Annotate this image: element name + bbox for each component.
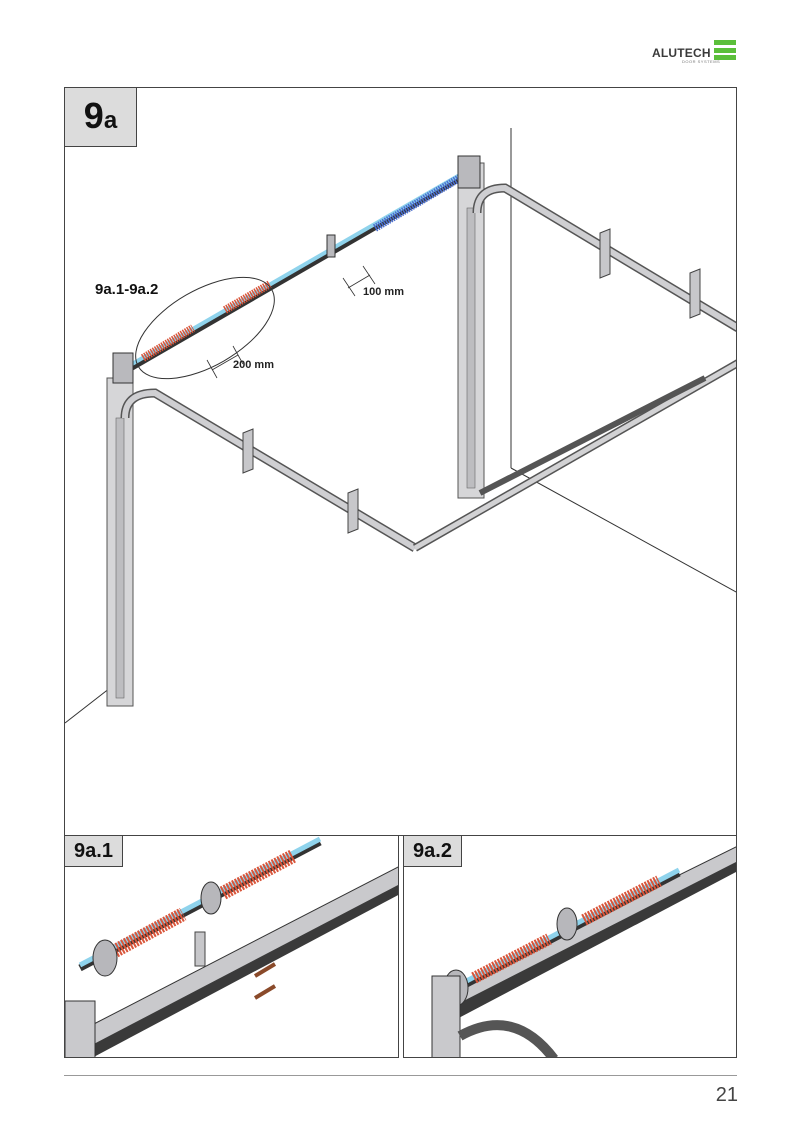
dimension-200: 200 mm <box>233 359 274 371</box>
dimension-100: 100 mm <box>363 286 404 298</box>
brand-mark-icon <box>714 40 736 62</box>
brand-tagline: DOOR SYSTEMS <box>682 59 721 64</box>
step-suffix: a <box>103 107 118 134</box>
step-tag: 9a <box>65 88 137 147</box>
detail-2-illustration <box>431 846 736 1057</box>
callout-label: 9a.1-9a.2 <box>95 281 158 298</box>
brand-logo: ALUTECH DOOR SYSTEMS <box>652 40 742 66</box>
page-number: 21 <box>715 1084 738 1106</box>
detail-1-illustration <box>65 836 398 1057</box>
detail-2-tag: 9a.2 <box>404 836 462 867</box>
step-number: 9 <box>83 95 104 136</box>
detail-panel-1: 9a.1 <box>64 835 399 1058</box>
main-figure-panel: 9a.1-9a.2 100 mm 200 mm 9a <box>64 87 737 836</box>
detail-1-tag: 9a.1 <box>65 836 123 867</box>
detail-panel-2: 9a.2 <box>403 835 737 1058</box>
footer-divider <box>64 1075 737 1076</box>
garage-door-illustration: 9a.1-9a.2 100 mm 200 mm <box>65 128 736 724</box>
brand-name: ALUTECH <box>652 46 711 60</box>
